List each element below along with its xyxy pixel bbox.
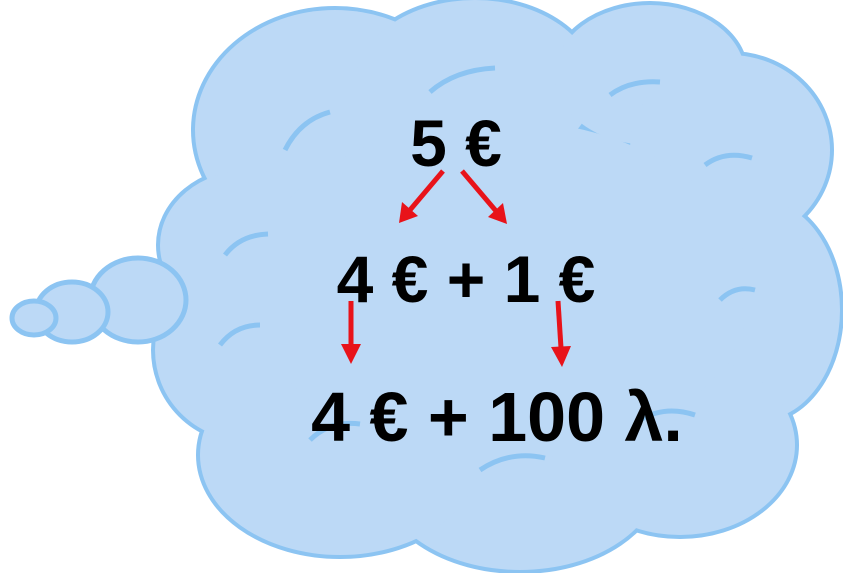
split-four-euro-plus-hundred-cents: 4 € + 100 λ. (311, 382, 683, 452)
cloud-tail-bubbles (12, 258, 186, 342)
split-four-plus-one-euro: 4 € + 1 € (337, 246, 596, 312)
amount-five-euro: 5 € (410, 110, 502, 176)
